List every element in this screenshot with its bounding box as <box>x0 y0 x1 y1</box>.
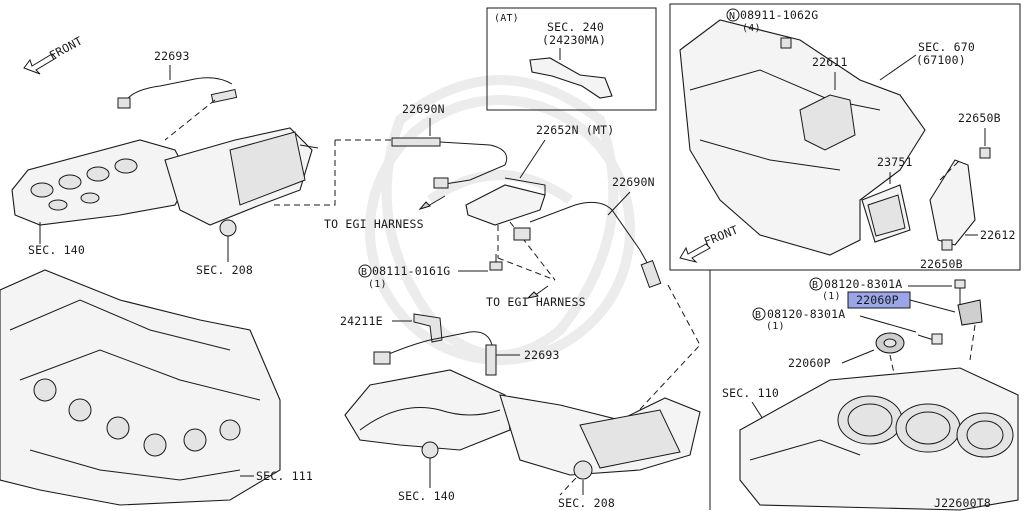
label-sec208-top: SEC. 208 <box>196 263 253 277</box>
bolt-symbol-b1 <box>358 264 372 278</box>
bracket-24230ma <box>529 57 613 99</box>
label-sec240: SEC. 240 <box>547 20 604 34</box>
label-22693-mid: 22693 <box>524 348 560 362</box>
nut-symbol-n <box>726 8 740 22</box>
cylinder-block-right <box>739 367 1019 511</box>
label-24211e: 24211E <box>340 314 383 328</box>
firewall-panel <box>679 19 926 256</box>
label-sec140-bottom: SEC. 140 <box>398 489 455 503</box>
label-67100: (67100) <box>916 53 966 67</box>
label-22060p: 22060P <box>788 356 831 370</box>
catalytic-converter-upper <box>164 127 319 237</box>
label-sec110: SEC. 110 <box>722 386 779 400</box>
front-arrow-left <box>23 53 57 75</box>
label-08911-1062g: 08911-1062G <box>740 8 818 22</box>
egi-arrow-1 <box>427 195 446 207</box>
label-22652n-mt: 22652N (MT) <box>536 123 614 137</box>
bolt-08120-1 <box>954 279 966 305</box>
bolt-symbol-b2 <box>809 277 823 291</box>
watermark-emblem <box>365 75 635 365</box>
bolt-symbol-b2-letter: B <box>812 280 818 291</box>
front-label-right: FRONT <box>702 222 740 248</box>
label-22690n-right: 22690N <box>612 175 655 189</box>
label-23751: 23751 <box>877 155 913 169</box>
bolt-22650b-top <box>979 147 991 159</box>
label-at: (AT) <box>494 13 519 24</box>
at-inset-box <box>486 7 657 111</box>
front-label-left: FRONT <box>47 34 85 63</box>
diagram-code: J22600T8 <box>934 496 991 510</box>
bolt-22650b-bottom <box>941 239 953 251</box>
bracket-22612 <box>929 159 976 246</box>
knock-sensor-right <box>957 299 983 326</box>
label-08120-8301a-1: 08120-8301A <box>824 277 902 291</box>
exhaust-manifold-lower <box>344 369 511 459</box>
o2-sensor-22690n-upper <box>391 137 508 189</box>
label-08120-8301a-2: 08120-8301A <box>767 307 845 321</box>
label-sec208-bottom: SEC. 208 <box>558 496 615 510</box>
ecm-23751 <box>861 184 911 243</box>
label-sec140-top: SEC. 140 <box>28 243 85 257</box>
knock-sensor-left <box>875 332 905 354</box>
label-egi-harness-2: TO EGI HARNESS <box>486 295 586 309</box>
bolt-symbol-b3-letter: B <box>755 310 761 321</box>
label-22611: 22611 <box>812 55 848 69</box>
o2-sensor-22693-mid <box>373 331 497 376</box>
bolt-symbol-b3 <box>752 307 766 321</box>
label-22650b-top: 22650B <box>958 111 1001 125</box>
label-24230ma: (24230MA) <box>542 33 606 47</box>
bolt-symbol-b1-letter: B <box>361 267 367 278</box>
label-08111-0161g: 08111-0161G <box>372 264 450 278</box>
o2-sensor-22693-top <box>117 77 238 109</box>
exhaust-manifold-upper <box>11 139 191 226</box>
bolt-08111 <box>489 254 503 271</box>
label-22693-top: 22693 <box>154 49 190 63</box>
label-08120-8301a-2-qty: (1) <box>766 321 785 332</box>
catalytic-converter-lower <box>499 394 701 480</box>
label-08911-1062g-qty: (4) <box>742 23 761 34</box>
o2-sensor-22690n-right <box>513 201 662 288</box>
label-sec111: SEC. 111 <box>256 469 313 483</box>
ecm-bracket-22611 <box>799 94 856 151</box>
label-22650b-bottom: 22650B <box>920 257 963 271</box>
label-22612: 22612 <box>980 228 1016 242</box>
bolt-08120-2 <box>917 333 943 345</box>
nut-08911 <box>780 37 792 49</box>
label-22690n-upper: 22690N <box>402 102 445 116</box>
nut-symbol-n-letter: N <box>729 11 735 22</box>
front-arrow-right <box>679 243 711 263</box>
clip-24211e <box>413 313 443 343</box>
label-egi-harness-1: TO EGI HARNESS <box>324 217 424 231</box>
bracket-22652n <box>465 177 546 226</box>
engine-block-left <box>0 269 281 506</box>
ecm-inset-box <box>669 3 1021 271</box>
label-08120-8301a-1-qty: (1) <box>822 291 841 302</box>
label-sec670: SEC. 670 <box>918 40 975 54</box>
label-22060p-highlight: 22060P <box>856 293 899 307</box>
label-08111-0161g-qty: (1) <box>368 279 387 290</box>
